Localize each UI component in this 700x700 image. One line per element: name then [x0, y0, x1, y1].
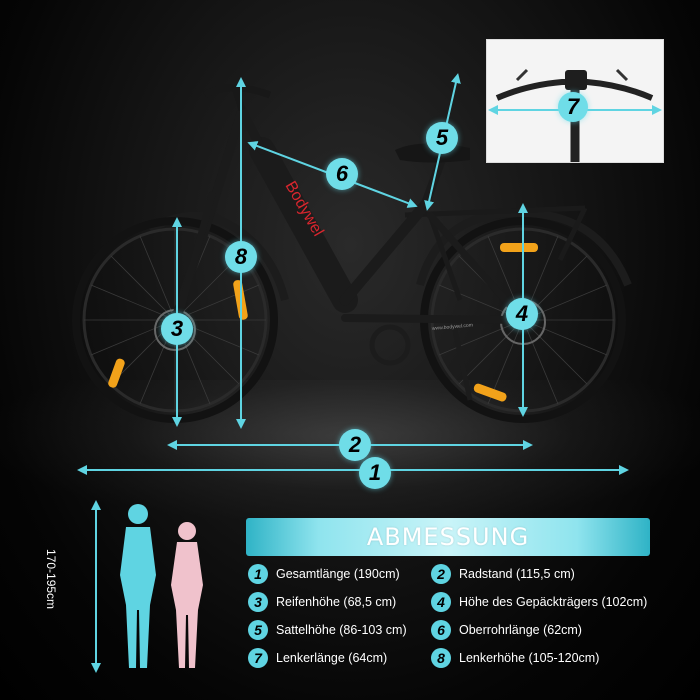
badge-5: 5: [426, 122, 458, 154]
height-range-label: 170-195cm: [44, 549, 58, 610]
legend-text: Lenkerlänge (64cm): [276, 651, 388, 665]
badge-2: 2: [339, 429, 371, 461]
handlebar: [203, 84, 272, 112]
legend-text: Oberrohrlänge (62cm): [459, 623, 582, 637]
legend-text: Sattelhöhe (86-103 cm): [276, 623, 407, 637]
badge-4: 4: [506, 298, 538, 330]
legend-number: 5: [248, 620, 268, 640]
badge-8: 8: [225, 241, 257, 273]
legend-number: 6: [431, 620, 451, 640]
legend-item: 8 Lenkerhöhe (105-120cm): [431, 647, 599, 669]
rear-rack: [404, 205, 588, 301]
legend-item: 2 Radstand (115,5 cm): [431, 563, 575, 585]
badge-1: 1: [359, 457, 391, 489]
legend-number: 8: [431, 648, 451, 668]
frame-url-text: www.bodywel.com: [432, 322, 474, 332]
legend-number: 3: [248, 592, 268, 612]
section-title: ABMESSUNG: [366, 523, 530, 551]
legend-item: 7 Lenkerlänge (64cm): [248, 647, 387, 669]
legend-number: 4: [431, 592, 451, 612]
legend-item: 1 Gesamtlänge (190cm): [248, 563, 400, 585]
badge-6: 6: [326, 158, 358, 190]
person-tall-silhouette: [120, 504, 156, 668]
legend-text: Lenkerhöhe (105-120cm): [459, 651, 600, 665]
legend-item: 5 Sattelhöhe (86-103 cm): [248, 619, 407, 641]
legend-number: 2: [431, 564, 451, 584]
legend-item: 4 Höhe des Gepäckträgers (102cm): [431, 591, 647, 613]
legend-text: Radstand (115,5 cm): [459, 567, 575, 581]
handlebar-inset: 7: [486, 39, 664, 163]
section-title-bar: ABMESSUNG: [246, 518, 650, 556]
kickstand: [452, 329, 473, 401]
legend-number: 1: [248, 564, 268, 584]
rack-reflector: [500, 243, 538, 252]
legend-item: 3 Reifenhöhe (68,5 cm): [248, 591, 396, 613]
badge-3: 3: [161, 313, 193, 345]
legend-item: 6 Oberrohrlänge (62cm): [431, 619, 582, 641]
badge-7: 7: [558, 92, 588, 122]
legend-text: Gesamtlänge (190cm): [276, 567, 400, 581]
chainring: [369, 324, 411, 366]
legend-text: Reifenhöhe (68,5 cm): [276, 595, 397, 609]
legend-text: Höhe des Gepäckträgers (102cm): [459, 595, 648, 609]
person-short-silhouette: [171, 522, 203, 668]
legend-number: 7: [248, 648, 268, 668]
